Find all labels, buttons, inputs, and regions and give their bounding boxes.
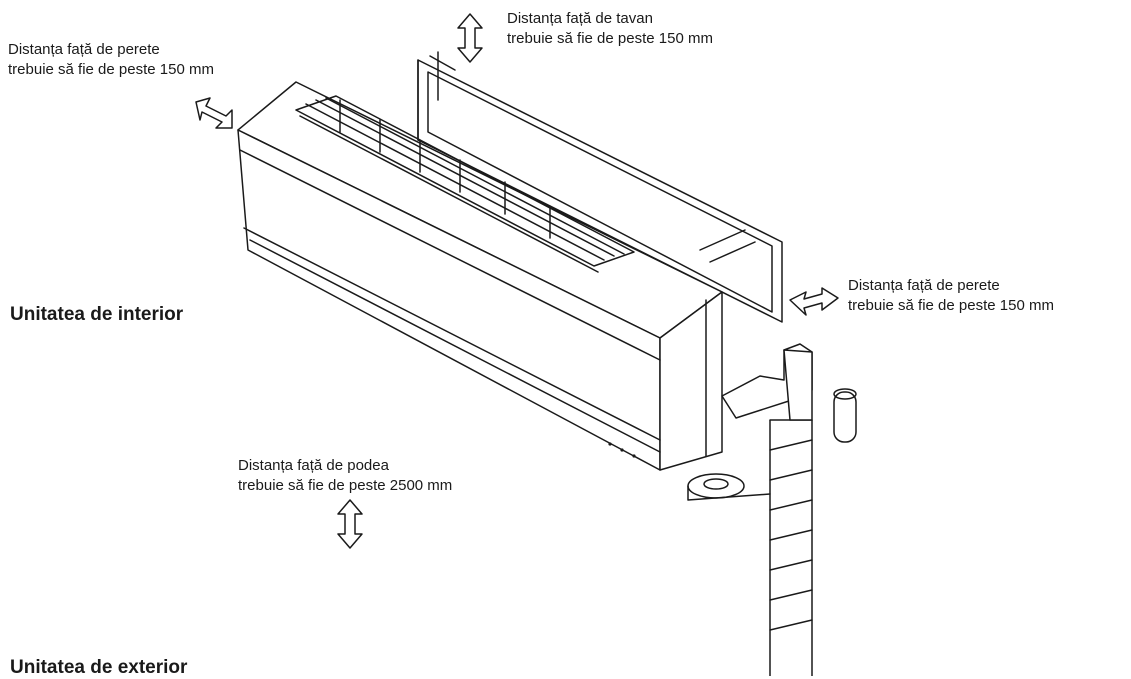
wall-distance-right-line2: trebuie să fie de peste 150 mm <box>848 297 1054 314</box>
outdoor-unit-heading: Unitatea de exterior <box>10 657 188 678</box>
wall-distance-label-left: Distanța față de perete trebuie să fie d… <box>8 40 214 80</box>
floor-distance-line1: Distanța față de podea <box>238 457 389 474</box>
pipe-wrap-bands <box>769 439 813 631</box>
double-arrow-icon <box>789 287 839 316</box>
floor-distance-label: Distanța față de podea trebuie să fie de… <box>238 456 452 496</box>
mounting-plate <box>417 51 783 323</box>
wall-distance-left-line1: Distanța față de perete <box>8 41 160 58</box>
floor-distance-line2: trebuie să fie de peste 2500 mm <box>238 477 453 494</box>
ceiling-distance-line1: Distanța față de tavan <box>507 10 653 27</box>
indoor-unit <box>237 81 723 471</box>
double-arrow-icon <box>337 499 363 549</box>
indoor-unit-heading: Unitatea de interior <box>10 304 184 325</box>
wall-distance-right-line1: Distanța față de perete <box>848 277 1000 294</box>
piping <box>687 343 857 676</box>
double-arrow-icon <box>457 13 483 63</box>
ceiling-distance-label: Distanța față de tavan trebuie să fie de… <box>507 9 713 49</box>
wall-distance-label-right: Distanța față de perete trebuie să fie d… <box>848 276 1054 316</box>
ceiling-distance-line2: trebuie să fie de peste 150 mm <box>507 30 713 47</box>
wall-distance-left-line2: trebuie să fie de peste 150 mm <box>8 61 214 78</box>
double-arrow-icon <box>195 97 233 129</box>
top-grille <box>295 95 635 273</box>
